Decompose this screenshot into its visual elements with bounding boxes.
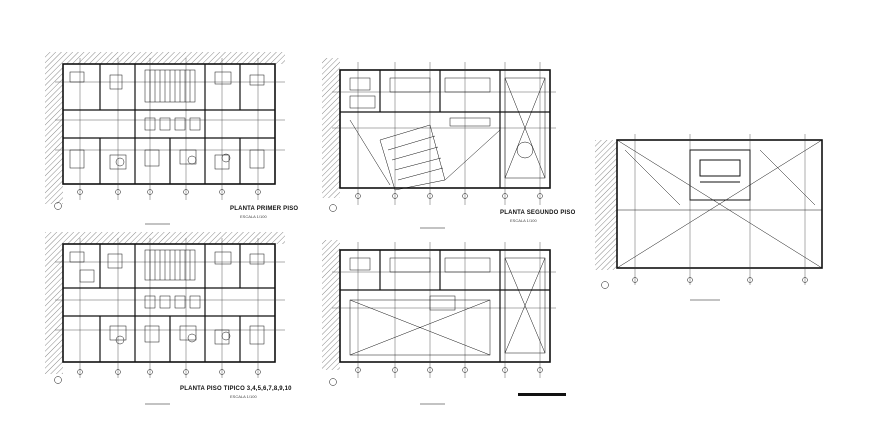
plan-3-furniture [69,251,265,345]
plan-1-furniture [69,71,265,170]
plan-3-walls [63,244,275,362]
plan-1-axis-markers [54,189,261,210]
plan-4-walls [340,250,550,362]
plan-5 [595,134,823,301]
plan-1-stair [144,69,196,103]
plan-4-voids [349,257,546,356]
plan-3-stair [144,249,196,281]
plan-1 [45,52,285,210]
plan-4-axis-markers [329,367,543,386]
plan-3-axis-markers [54,369,261,384]
plan-5-outline [616,139,823,269]
plan-2-void [504,77,546,179]
plan-2-hatch-left [322,58,340,198]
plan-5-core [689,149,751,201]
plan-1-hatch-top [45,52,285,64]
plan-1-scale-note: ESCALA 1/100 [240,214,267,219]
plan-3-scale-note: ESCALA 1/100 [230,394,257,399]
plan-2-furniture [349,77,491,127]
plan-2-grid [332,62,556,205]
plan-3-title: PLANTA PISO TIPICO 3,4,5,6,7,8,9,10 [180,386,292,392]
plan-2-axis-markers [329,193,543,212]
plan-2 [322,58,556,212]
plan-1-outline [62,63,276,185]
plan-3-outline [62,243,276,363]
plan-4-hatch-left [322,240,340,370]
plan-4-grid [332,242,556,378]
plan-3 [45,232,285,384]
plan-4-furniture [349,257,491,311]
plan-2-title: PLANTA SEGUNDO PISO [500,210,576,216]
plan-1-walls [63,64,275,184]
plan-5-grid [634,134,806,285]
plan-2-ramp [349,119,501,191]
plan-1-title: PLANTA PRIMER PISO [230,206,299,212]
plan-5-roof-lines [616,139,823,269]
title-block-bar [518,393,566,396]
plan-2-outline [339,69,551,189]
plan-4 [322,240,556,386]
plan-3-hatch-top [45,232,285,244]
plan-3-hatch-left [45,244,63,374]
plan-4-outline [339,249,551,363]
plan-2-scale-note: ESCALA 1/100 [510,218,537,223]
plan-2-walls [340,70,550,188]
plan-5-axis-markers [601,277,808,289]
plan-1-hatch-left [45,64,63,204]
plan-5-hatch-left [595,140,617,270]
